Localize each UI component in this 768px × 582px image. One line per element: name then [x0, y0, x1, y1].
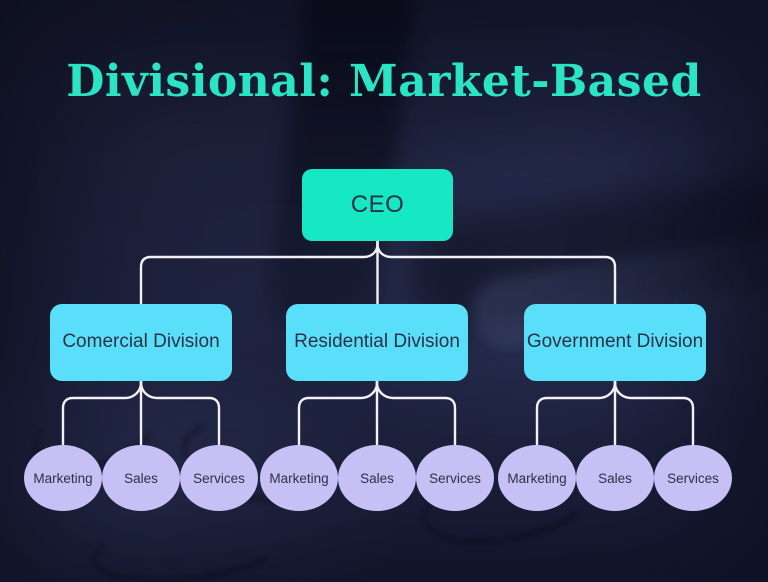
- unit-node-marketing: Marketing: [498, 445, 576, 511]
- node-division-commercial: Comercial Division: [50, 304, 232, 381]
- connector-div3-left: [535, 381, 617, 446]
- unit-node-marketing: Marketing: [260, 445, 338, 511]
- connector-div2-left: [297, 381, 379, 446]
- node-division-government: Government Division: [524, 304, 706, 381]
- unit-node-services: Services: [654, 445, 732, 511]
- node-division-residential: Residential Division: [286, 304, 468, 381]
- connector-ceo-right: [376, 241, 617, 304]
- connector-div2-right: [375, 381, 457, 446]
- unit-node-services: Services: [416, 445, 494, 511]
- unit-node-services: Services: [180, 445, 258, 511]
- unit-node-sales: Sales: [576, 445, 654, 511]
- unit-node-sales: Sales: [102, 445, 180, 511]
- connector-div1-right: [139, 381, 221, 446]
- connector-ceo-left: [139, 241, 379, 304]
- unit-node-sales: Sales: [338, 445, 416, 511]
- page-title: Divisional: Market-Based: [66, 56, 702, 107]
- node-ceo: CEO: [302, 169, 453, 241]
- unit-node-marketing: Marketing: [24, 445, 102, 511]
- connector-div1-left: [61, 381, 143, 446]
- connector-div3-right: [613, 381, 695, 446]
